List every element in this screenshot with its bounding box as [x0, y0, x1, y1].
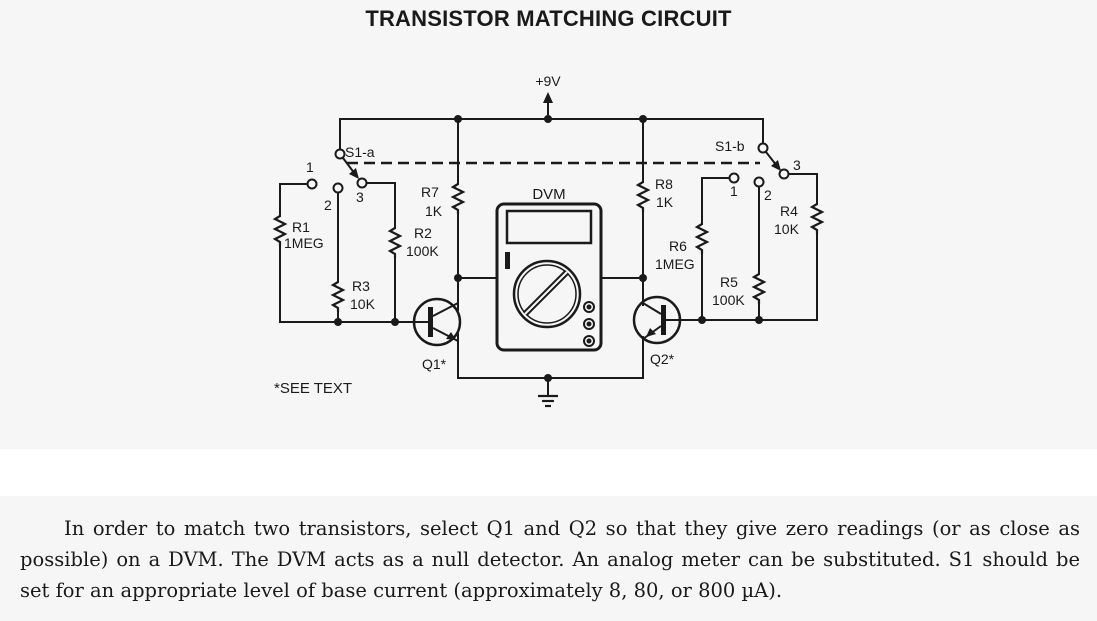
switch-s1b-pivot	[757, 142, 769, 154]
switch-s1a-pivot	[334, 148, 346, 160]
r5-ref: R5	[720, 274, 738, 290]
r1-value: 1MEG	[284, 235, 324, 251]
junction-dot	[454, 115, 462, 123]
q2-label: Q2*	[650, 351, 675, 367]
transistor-q2	[632, 278, 682, 345]
resistor-r8	[635, 181, 651, 212]
wire-s1a-3	[365, 182, 396, 229]
caption-panel	[0, 496, 1097, 621]
figure-caption: In order to match two transistors, selec…	[20, 513, 1080, 606]
wire-s1a-1	[279, 183, 309, 217]
switch-s1b-contact-1	[728, 172, 740, 184]
r2-value: 100K	[406, 243, 439, 259]
q2-emitter-arrow	[646, 328, 656, 337]
r4-ref: R4	[780, 203, 798, 219]
junction-dot	[544, 115, 552, 123]
r7-ref: R7	[421, 184, 439, 200]
switch-s1b-label: S1-b	[715, 138, 745, 154]
switch-s1b-contact-2	[753, 176, 765, 188]
wire-s1b-1	[701, 177, 731, 225]
resistor-r4	[809, 203, 825, 234]
r2-ref: R2	[414, 225, 432, 241]
switch-s1b-arm-head	[771, 160, 781, 171]
r8-ref: R8	[655, 176, 673, 192]
switch-s1b-pos-1: 1	[730, 183, 738, 199]
switch-s1a-contact-2	[332, 182, 344, 194]
supply-rail	[339, 118, 764, 149]
r6-ref: R6	[669, 238, 687, 254]
r6-value: 1MEG	[655, 256, 695, 272]
switch-s1a-pos-3: 3	[356, 189, 364, 205]
switch-s1a-pos-2: 2	[324, 197, 332, 213]
switch-s1b-contact-3	[778, 168, 790, 180]
switch-s1a-contact-3	[356, 177, 368, 189]
wire-s1b-3	[787, 173, 818, 205]
switch-s1a-pos-1: 1	[306, 159, 314, 175]
resistor-r7	[450, 183, 466, 214]
q1-emitter-arrow	[446, 332, 456, 340]
r1-ref: R1	[292, 219, 310, 235]
junction-dot	[698, 316, 706, 324]
junction-dot	[639, 115, 647, 123]
note-label: *SEE TEXT	[274, 380, 352, 397]
resistor-r1	[272, 215, 288, 246]
figure-title: TRANSISTOR MATCHING CIRCUIT	[365, 6, 732, 31]
switch-s1b-pos-3: 3	[793, 157, 801, 173]
r3-ref: R3	[352, 278, 370, 294]
junction-dot	[334, 318, 342, 326]
supply-label: +9V	[535, 73, 561, 89]
r3-value: 10K	[350, 296, 376, 312]
caption-text: In order to match two transistors, selec…	[20, 517, 1080, 602]
wire-r1-bottom	[279, 245, 416, 323]
q1-label: Q1*	[422, 356, 447, 372]
resistor-r6	[694, 223, 710, 254]
supply-arrowhead	[543, 92, 553, 103]
switch-s1a-label: S1-a	[345, 144, 375, 160]
r4-value: 10K	[774, 221, 800, 237]
dvm-meter	[495, 202, 603, 352]
junction-dot	[391, 318, 399, 326]
wire-q1-emitter	[457, 333, 644, 379]
ground-icon	[538, 394, 558, 408]
r5-value: 100K	[712, 292, 745, 308]
circuit-schematic: +9V DVM *SEE TEXT S1-a 1 2 3 S1-b 1 2 3 …	[272, 73, 825, 408]
resistor-r3	[330, 281, 346, 312]
transistor-q1	[412, 278, 462, 347]
wire-r4-bottom	[681, 233, 818, 321]
junction-dot	[755, 316, 763, 324]
resistor-r5	[751, 273, 767, 304]
r8-value: 1K	[656, 194, 674, 210]
switch-s1a-contact-1	[306, 178, 318, 190]
r7-value: 1K	[425, 203, 443, 219]
meter-label: DVM	[532, 186, 565, 203]
junction-dot	[544, 374, 552, 382]
switch-s1a-arm-head	[349, 168, 359, 179]
resistor-r2	[387, 227, 403, 258]
switch-s1b-pos-2: 2	[764, 187, 772, 203]
